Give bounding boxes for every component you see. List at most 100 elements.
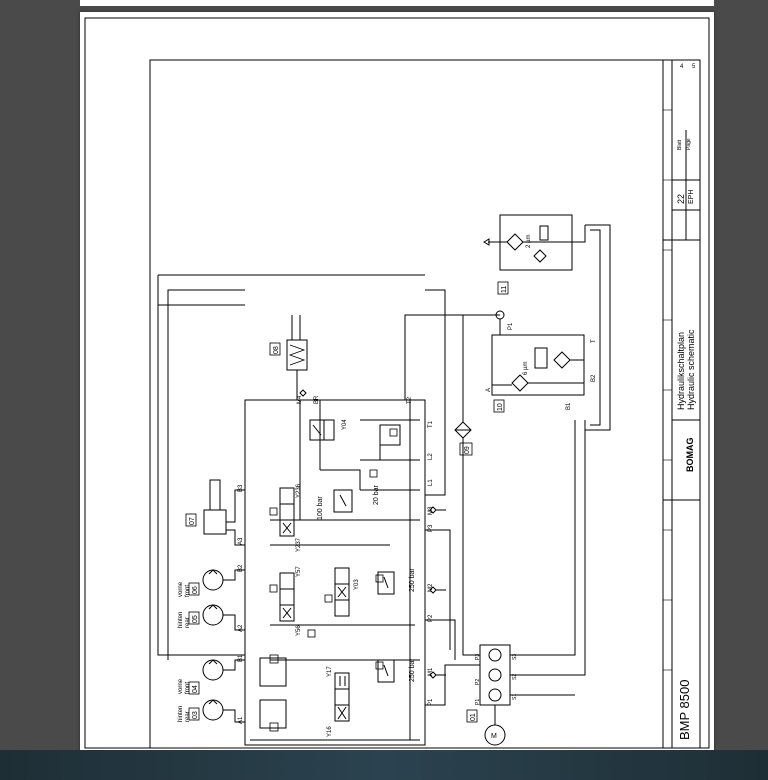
valve-block [244,399,426,746]
component-tag-09 [459,442,473,456]
check-valve-02 [379,424,401,446]
valve-Y03 [334,567,350,617]
pump-S3: S3 [512,654,518,660]
port-BR: BR [314,395,320,404]
comp-06: 06 [192,586,199,594]
page-value-1: 4 [680,64,684,70]
motor-label: M [491,733,497,740]
relief-valve-100 [333,489,353,513]
port-M2: M2 [428,583,434,592]
component-tag-04 [188,681,200,695]
component-tag-06 [188,582,200,596]
valve-Y236 [279,487,295,537]
comp-10: 10 [497,403,504,411]
valve-Y16 [334,672,350,722]
document-page: Hydraulikschaltplan Hydraulic schematic … [80,12,714,752]
pump-01 [479,644,511,746]
relief-valve-250b [377,571,395,595]
port-M1: M1 [428,667,434,676]
comp-11: 11 [501,286,508,293]
valve-label-Y236: Y236 [296,483,302,498]
port-A1: A1 [238,716,244,724]
port-A2: A2 [238,624,244,632]
valve-label-Y237: Y237 [296,537,302,552]
title-en: Hydraulic schematic [686,329,696,410]
port-M4: M4 [297,395,303,404]
page-frame [84,17,710,749]
electric-motor [484,724,506,746]
component-tag-10 [493,399,505,413]
pressure-20: 20 bar [373,484,380,505]
pressure-250-top: 250 bar [409,568,416,592]
previous-page-edge [80,0,714,6]
comp-03: 03 [192,711,199,719]
component-tag-05 [188,611,200,625]
port-P1-tank: P1 [508,322,514,330]
drive-motors [202,569,245,723]
component-tag-07 [185,513,197,527]
valve-Y56 [279,572,295,622]
tank-unit-10 [491,334,585,396]
pump-P3: P3 [475,654,481,660]
port-T1: T1 [428,420,434,428]
page-label-2: Page [686,138,692,150]
brand-logo: BOMAG [685,438,695,473]
port-B1-tank: B1 [566,402,572,410]
model-name: BMP 8500 [677,680,692,740]
drawing-code: EPH [688,190,695,204]
label-front-2: front [185,585,191,597]
pump-S1: S1 [512,694,518,700]
valve-label-Y57: Y57 [296,566,302,577]
pressure-250-bottom: 250 bar [409,658,416,682]
comp-01: 01 [470,713,477,721]
valve-label-Y17: Y17 [327,666,333,677]
page-label-1: Blatt [677,139,683,150]
component-tag-03 [188,707,200,721]
sheet-number: 22 [676,194,686,204]
pump-P2: P2 [475,679,481,685]
drawing-frame [149,59,701,749]
label-rear-2: rear [185,617,191,628]
filter-2um: 2 µm [526,235,532,248]
hydraulic-schematic: Hydraulikschaltplan Hydraulic schematic … [84,17,710,749]
valve-label-Y03: Y03 [354,579,360,590]
label-hinten-1: hinten [178,706,184,722]
comp-08: 08 [273,346,280,354]
port-B2-tank: B2 [591,374,597,382]
comp-07: 07 [189,517,196,525]
valve-label-Y04: Y04 [342,419,348,430]
port-B1: B1 [238,654,244,662]
port-L2: L2 [428,453,434,460]
viewer-bottom-bar [0,750,768,780]
cartridge-valves [259,657,287,729]
port-P1: P1 [428,698,434,706]
component-tag-01 [466,709,478,723]
port-T-tank: T [591,339,597,343]
label-front-1: front [185,682,191,694]
valve-label-Y56: Y56 [296,625,302,636]
port-A3: A3 [238,537,244,545]
label-rear-1: rear [185,711,191,722]
pressure-100: 100 bar [317,496,324,520]
port-B3: B3 [238,484,244,492]
filter-09 [454,315,472,640]
pump-P1: P1 [475,699,481,705]
brake-08 [286,315,308,400]
title-de: Hydraulikschaltplan [676,332,686,410]
relief-valve-250a [377,659,395,683]
port-L1: L1 [428,479,434,486]
component-tag-11 [497,281,509,295]
cylinder-07 [203,479,245,546]
filter-unit-11 [483,214,575,271]
component-tag-08 [269,342,281,356]
label-hinten-2: hinten [178,612,184,628]
port-A-tank: A [486,388,492,392]
valve-Y04 [309,419,335,441]
port-B2: B2 [238,564,244,572]
comp-05: 05 [192,615,199,623]
comp-09: 09 [464,446,471,454]
valve-label-Y16: Y16 [327,726,333,737]
comp-04: 04 [192,685,199,693]
port-P3: P3 [428,524,434,532]
pump-S2: S2 [512,674,518,680]
